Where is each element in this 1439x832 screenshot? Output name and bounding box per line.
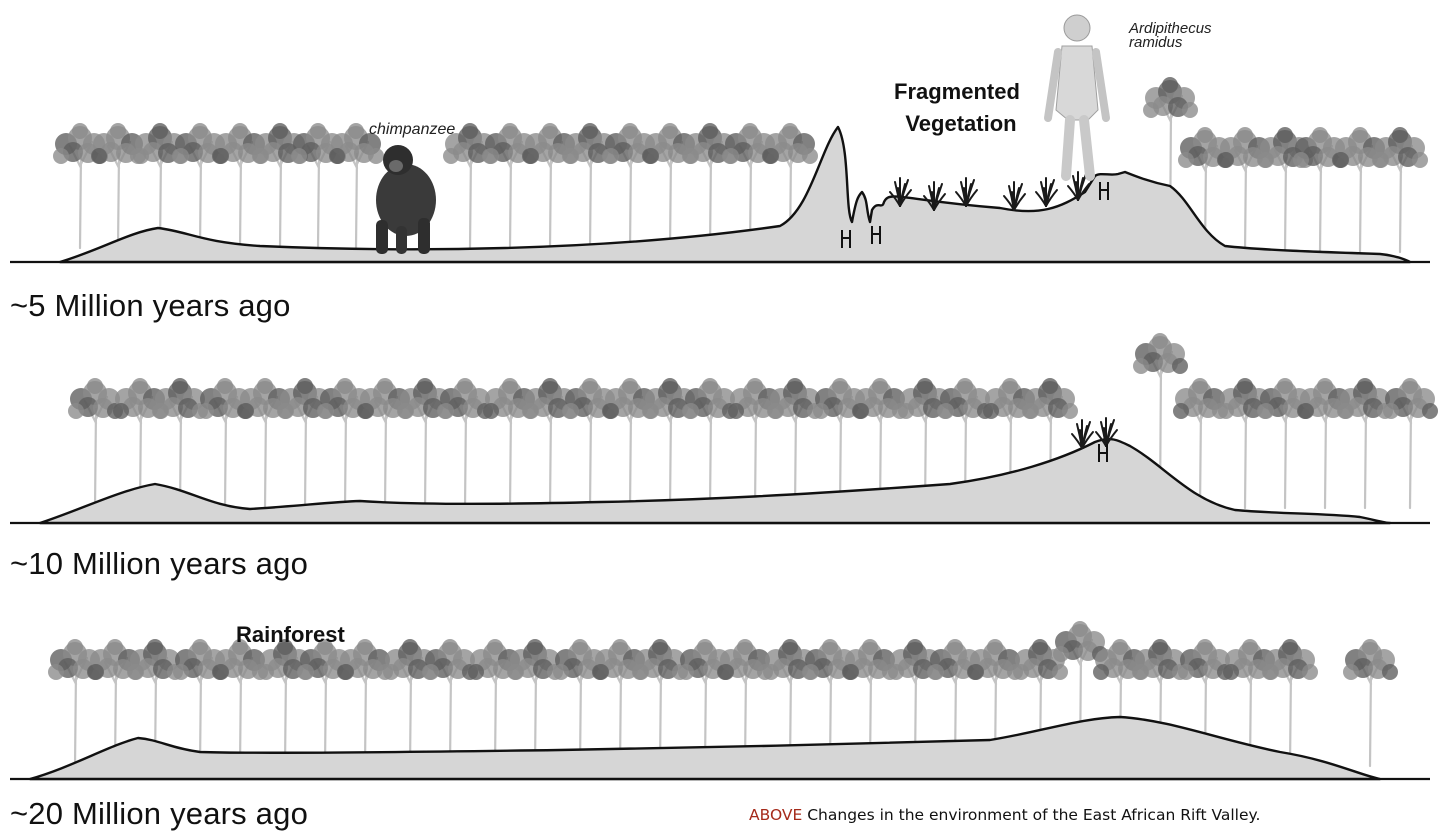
caption-prefix: ABOVE xyxy=(749,806,802,824)
tree-icon xyxy=(683,378,738,508)
tree-icon xyxy=(68,378,123,508)
ground-profile xyxy=(40,439,1390,523)
era-label-5my: ~5 Million years ago xyxy=(10,288,291,324)
hominin-figure-icon xyxy=(1048,15,1106,176)
tree-icon xyxy=(329,123,384,248)
tree-icon xyxy=(423,639,478,766)
tree-icon xyxy=(438,378,493,508)
grass-tuft-icon xyxy=(1004,182,1025,210)
tree-icon xyxy=(768,378,823,508)
habitat-label-line2: Vegetation xyxy=(897,111,1016,136)
tree-icon xyxy=(338,639,393,766)
habitat-label-line1: Fragmented xyxy=(894,79,1020,104)
rainforest-label: Rainforest xyxy=(236,622,345,648)
ardipithecus-label: Ardipithecus ramidus xyxy=(1129,22,1212,50)
panel-5-million-years xyxy=(10,15,1430,262)
grass-tuft-icon xyxy=(1036,178,1057,206)
tree-icon xyxy=(1373,127,1428,252)
figure-caption: ABOVE Changes in the environment of the … xyxy=(749,806,1260,824)
hominin-label-line2: ramidus xyxy=(1129,34,1182,51)
panel-20-million-years xyxy=(10,621,1430,779)
era-label-10my: ~10 Million years ago xyxy=(10,546,308,582)
tree-icon xyxy=(1338,378,1393,508)
tree-icon xyxy=(213,639,268,766)
tree-icon xyxy=(1383,378,1438,508)
era-label-20my: ~20 Million years ago xyxy=(10,796,308,832)
chimpanzee-icon xyxy=(376,145,436,254)
grass-tuft-icon xyxy=(956,178,977,206)
tree-icon xyxy=(1263,639,1318,766)
caption-text: Changes in the environment of the East A… xyxy=(802,806,1260,824)
chimpanzee-label: chimpanzee xyxy=(369,121,455,139)
tree-icon xyxy=(1343,639,1398,766)
panel-10-million-years xyxy=(10,333,1438,523)
fragmented-vegetation-label: Fragmented Vegetation xyxy=(894,76,1020,140)
tree-icon xyxy=(508,639,563,766)
